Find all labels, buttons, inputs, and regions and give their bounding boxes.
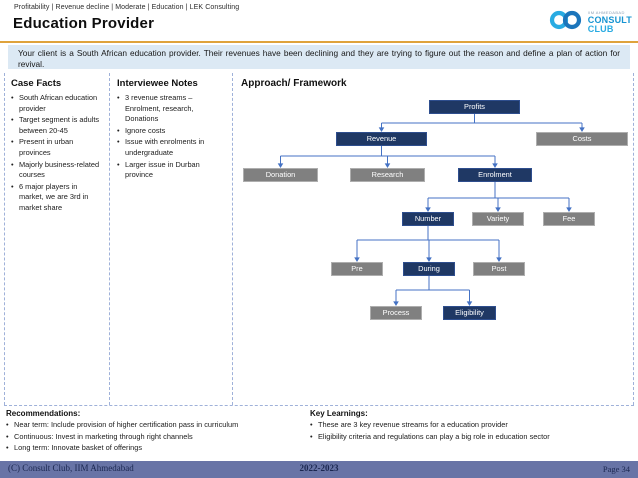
logo-word-consult: CONSULT: [587, 15, 632, 25]
page-title: Education Provider: [13, 15, 155, 32]
bottom-dashed-divider: [4, 405, 634, 406]
list-item: South African education provider: [11, 93, 103, 114]
interviewee-notes-list: 3 revenue streams – Enrolment, research,…: [117, 93, 225, 181]
list-item: Issue with enrolments in undergraduate: [117, 137, 225, 158]
consult-club-logo: IIM AHMEDABAD CONSULT CLUB: [547, 7, 632, 38]
interviewee-notes-panel: Interviewee Notes 3 revenue streams – En…: [110, 73, 233, 405]
list-item: Eligibility criteria and regulations can…: [310, 432, 632, 443]
recommendations-heading: Recommendations:: [6, 409, 81, 418]
case-facts-heading: Case Facts: [11, 78, 62, 89]
list-item: 6 major players in market, we are 3rd in…: [11, 182, 103, 214]
interviewee-notes-heading: Interviewee Notes: [117, 78, 198, 89]
logo-word-club: CLUB: [587, 24, 614, 34]
list-item: Continuous: Invest in marketing through …: [6, 432, 301, 443]
list-item: Present in urban provinces: [11, 137, 103, 158]
recommendations-panel: Recommendations: Near term: Include prov…: [6, 409, 301, 455]
logo-wordmark: IIM AHMEDABAD CONSULT CLUB: [588, 11, 632, 34]
footer-page-number: Page 34: [602, 464, 630, 474]
key-learnings-panel: Key Learnings: These are 3 key revenue s…: [310, 409, 632, 443]
list-item: 3 revenue streams – Enrolment, research,…: [117, 93, 225, 125]
list-item: Long term: Innovate basket of offerings: [6, 443, 301, 454]
framework-heading: Approach/ Framework: [241, 78, 347, 89]
recommendations-list: Near term: Include provision of higher c…: [6, 420, 301, 454]
framework-panel: Approach/ Framework: [233, 73, 634, 405]
category-breadcrumb: Profitability | Revenue decline | Modera…: [14, 4, 240, 11]
footer-year: 2022-2023: [299, 463, 339, 473]
footer-bar: (C) Consult Club, IIM Ahmedabad 2022-202…: [0, 461, 638, 478]
list-item: Majorly business-related courses: [11, 160, 103, 181]
case-facts-list: South African education provider Target …: [11, 93, 103, 214]
infinity-icon: [547, 7, 585, 38]
list-item: Target segment is adults between 20-45: [11, 115, 103, 136]
logo-small-text: IIM AHMEDABAD: [587, 10, 625, 15]
key-learnings-list: These are 3 key revenue streams for a ed…: [310, 420, 632, 442]
gold-divider: [0, 41, 638, 43]
list-item: These are 3 key revenue streams for a ed…: [310, 420, 632, 431]
list-item: Near term: Include provision of higher c…: [6, 420, 301, 431]
list-item: Ignore costs: [117, 126, 225, 137]
footer-copyright: (C) Consult Club, IIM Ahmedabad: [8, 463, 134, 473]
key-learnings-heading: Key Learnings:: [310, 409, 368, 418]
list-item: Larger issue in Durban province: [117, 160, 225, 181]
case-facts-panel: Case Facts South African education provi…: [4, 73, 110, 405]
case-brief-banner: Your client is a South African education…: [8, 45, 630, 69]
